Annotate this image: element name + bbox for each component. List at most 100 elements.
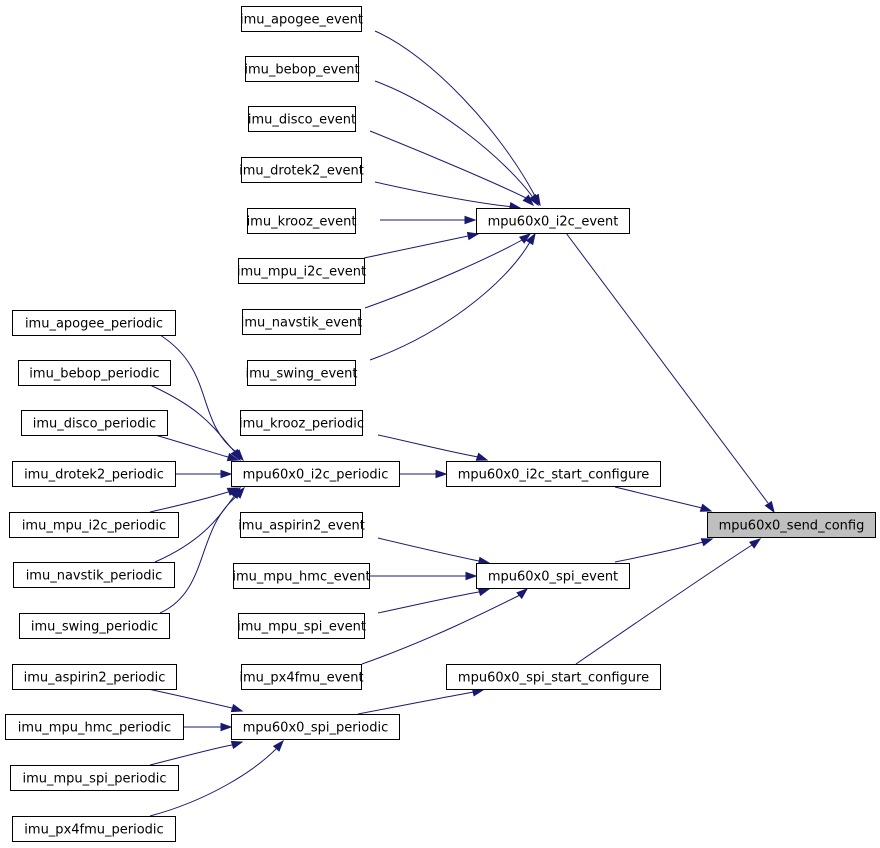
- node-mpu60x0-i2c-event[interactable]: mpu60x0_i2c_event: [476, 208, 630, 234]
- arrowhead-icon: [700, 538, 714, 547]
- node-imu-mpu-i2c-periodic[interactable]: imu_mpu_i2c_periodic: [9, 512, 179, 538]
- node-label: mpu60x0_spi_periodic: [243, 721, 388, 736]
- arrowhead-icon: [220, 469, 233, 479]
- node-imu-bebop-event[interactable]: imu_bebop_event: [244, 56, 360, 82]
- node-imu-mpu-i2c-event[interactable]: imu_mpu_i2c_event: [237, 258, 366, 284]
- node-imu-mpu-spi-event[interactable]: imu_mpu_spi_event: [237, 613, 366, 639]
- node-imu-aspirin2-periodic[interactable]: imu_aspirin2_periodic: [12, 664, 177, 690]
- node-label: imu_drotek2_periodic: [24, 468, 164, 483]
- node-mpu60x0-i2c-start-configure[interactable]: mpu60x0_i2c_start_configure: [446, 461, 661, 487]
- node-imu-mpu-hmc-event[interactable]: imu_mpu_hmc_event: [232, 563, 371, 589]
- node-label: imu_apogee_event: [240, 13, 363, 28]
- node-label: imu_navstik_event: [241, 316, 362, 331]
- node-imu-drotek2-event[interactable]: imu_drotek2_event: [239, 157, 364, 183]
- node-label: imu_apogee_periodic: [25, 317, 163, 332]
- arrowhead-icon: [465, 571, 478, 581]
- node-box: [12, 664, 177, 690]
- node-box: [231, 714, 400, 740]
- node-box: [245, 56, 359, 82]
- edge-line: [149, 384, 235, 452]
- node-label: imu_bebop_periodic: [29, 367, 159, 382]
- node-label: imu_disco_event: [248, 113, 356, 128]
- node-box: [9, 512, 179, 538]
- edge-imu-aspirin2-event-to-mpu60x0-spi-event: [377, 537, 491, 566]
- node-imu-krooz-periodic[interactable]: imu_krooz_periodic: [239, 410, 364, 436]
- edge-line: [147, 688, 233, 709]
- edge-mpu60x0-i2c-start-configure-to-mpu60x0-send-config: [614, 486, 713, 512]
- node-label: imu_krooz_event: [247, 215, 357, 230]
- edge-line: [149, 491, 229, 513]
- node-box: [248, 106, 356, 132]
- node-label: imu_navstik_periodic: [26, 569, 163, 584]
- node-mpu60x0-spi-start-configure[interactable]: mpu60x0_spi_start_configure: [446, 664, 661, 690]
- node-box: [12, 461, 176, 487]
- edge-line: [357, 691, 475, 715]
- node-label: imu_mpu_spi_event: [237, 620, 366, 635]
- node-box: [240, 410, 363, 436]
- node-imu-apogee-event[interactable]: imu_apogee_event: [240, 6, 363, 32]
- node-imu-navstik-event[interactable]: imu_navstik_event: [241, 309, 362, 335]
- arrowhead-icon: [230, 448, 241, 462]
- node-imu-navstik-periodic[interactable]: imu_navstik_periodic: [13, 562, 175, 588]
- arrowhead-icon: [477, 587, 491, 597]
- node-imu-drotek2-periodic[interactable]: imu_drotek2_periodic: [12, 461, 176, 487]
- call-graph-nodes: imu_apogee_event imu_bebop_event imu_disco…: [5, 6, 876, 842]
- node-imu-apogee-periodic[interactable]: imu_apogee_periodic: [12, 310, 176, 336]
- node-box: [5, 714, 184, 740]
- node-mpu60x0-send-config[interactable]: mpu60x0_send_config: [707, 512, 876, 538]
- arrowhead-icon: [464, 215, 477, 225]
- node-imu-aspirin2-event[interactable]: imu_aspirin2_event: [238, 512, 365, 538]
- arrowhead-icon: [230, 703, 244, 713]
- edge-line: [377, 434, 479, 458]
- arrowhead-icon: [516, 588, 529, 600]
- edge-imu-px4fmu-event-to-mpu60x0-spi-event: [361, 588, 529, 665]
- node-box: [18, 360, 171, 386]
- node-imu-px4fmu-periodic[interactable]: imu_px4fmu_periodic: [12, 816, 176, 842]
- node-label: imu_swing_periodic: [31, 620, 158, 635]
- edge-imu-disco-event-to-mpu60x0-i2c-event: [369, 130, 535, 207]
- arrowhead-icon: [519, 233, 532, 244]
- node-imu-mpu-spi-periodic[interactable]: imu_mpu_spi_periodic: [10, 765, 179, 791]
- node-box: [247, 360, 356, 386]
- edge-imu-swing-event-to-mpu60x0-i2c-event: [369, 232, 536, 361]
- edge-line: [363, 235, 469, 259]
- edge-imu-apogee-event-to-mpu60x0-i2c-event: [374, 30, 541, 207]
- node-imu-krooz-event[interactable]: imu_krooz_event: [247, 208, 357, 234]
- node-imu-swing-periodic[interactable]: imu_swing_periodic: [19, 613, 170, 639]
- node-box: [242, 309, 361, 335]
- node-box: [247, 208, 356, 234]
- node-box: [240, 512, 363, 538]
- edge-mpu60x0-i2c-periodic-to-mpu60x0-i2c-start-configure: [400, 469, 448, 479]
- node-box: [241, 6, 362, 32]
- node-label: mpu60x0_spi_event: [488, 570, 618, 585]
- node-label: mpu60x0_i2c_event: [488, 215, 619, 230]
- node-imu-px4fmu-event[interactable]: imu_px4fmu_event: [239, 664, 364, 690]
- node-box: [12, 310, 176, 336]
- edge-line: [369, 241, 531, 361]
- edge-imu-apogee-periodic-to-mpu60x0-i2c-periodic: [159, 334, 244, 462]
- edge-line: [575, 544, 753, 665]
- node-mpu60x0-i2c-periodic[interactable]: mpu60x0_i2c_periodic: [231, 461, 400, 487]
- node-label: imu_swing_event: [245, 367, 357, 382]
- arrowhead-icon: [525, 232, 536, 246]
- edge-imu-aspirin2-periodic-to-mpu60x0-spi-periodic: [147, 688, 244, 713]
- arrowhead-icon: [230, 740, 244, 750]
- node-imu-swing-event[interactable]: imu_swing_event: [245, 360, 358, 386]
- node-imu-disco-periodic[interactable]: imu_disco_periodic: [21, 410, 168, 436]
- node-imu-disco-event[interactable]: imu_disco_event: [248, 106, 356, 132]
- node-mpu60x0-spi-periodic[interactable]: mpu60x0_spi_periodic: [231, 714, 400, 740]
- arrowhead-icon: [764, 500, 775, 514]
- arrowhead-icon: [528, 193, 539, 207]
- edge-imu-mpu-spi-event-to-mpu60x0-spi-event: [377, 587, 491, 614]
- node-imu-mpu-hmc-periodic[interactable]: imu_mpu_hmc_periodic: [5, 714, 184, 740]
- edge-mpu60x0-i2c-event-to-mpu60x0-send-config: [565, 232, 775, 514]
- node-box: [476, 563, 630, 589]
- edge-line: [369, 130, 527, 199]
- edge-imu-mpu-i2c-event-to-mpu60x0-i2c-event: [363, 231, 480, 259]
- arrowhead-icon: [466, 231, 480, 241]
- edge-line: [154, 494, 236, 563]
- arrowhead-icon: [699, 503, 713, 512]
- node-mpu60x0-spi-event[interactable]: mpu60x0_spi_event: [476, 563, 630, 589]
- node-box: [19, 613, 170, 639]
- node-imu-bebop-periodic[interactable]: imu_bebop_periodic: [18, 360, 171, 386]
